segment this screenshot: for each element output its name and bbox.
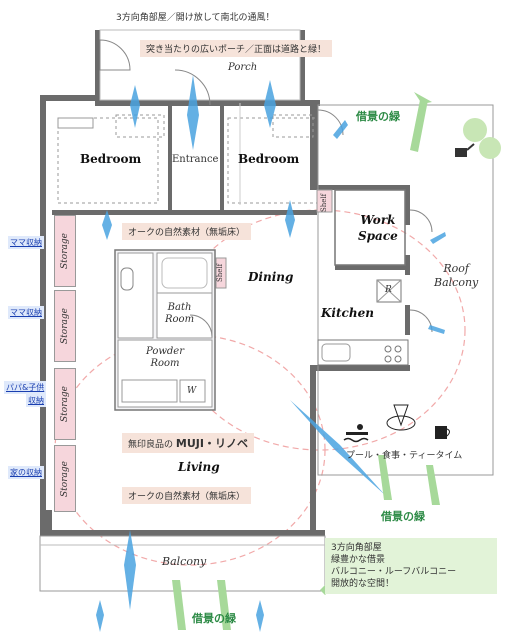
feature-line-4: 開放的な空間！ [331,579,395,589]
note-porch: 突き当たりの広いポーチ／正面は道路と緑！ [140,40,333,57]
side-label-papa-2: 収納 [26,394,46,407]
note-oak-top: オークの自然素材（無垢床） [122,223,252,240]
roof-balcony-line2: Balcony [434,276,479,289]
muji-bold-label: MUJI・リノベ [175,437,248,450]
roof-balcony-line1: Roof [443,262,469,275]
roof-balcony-label: Roof Balcony [434,262,478,290]
cup-icon [435,426,450,439]
feature-line-1: 3方向角部屋 [331,543,382,553]
storage-1: Storage [54,215,76,287]
washer-label: W [187,386,197,396]
muji-label: 無印良品の [128,440,174,450]
note-corner-unit: 3方向角部屋／開け放して南北の通風！ [116,13,275,23]
bedroom-label-right: Bedroom [238,152,300,166]
note-oak-living: オークの自然素材（無垢床） [122,487,252,504]
shelf-label-bath: Shelf [216,263,224,282]
shelf-label-top: Shelf [320,193,328,212]
tree-icons [463,118,501,159]
work-space-label: Work Space [358,212,398,244]
living-label: Living [178,460,220,474]
powder-line1: Powder [146,346,185,357]
porch-label: Porch [228,62,258,73]
work-space-line2: Space [358,229,398,243]
note-muji: 無印良品の MUJI・リノベ [122,433,254,453]
borrowed-scenery-middle: 借景の緑 [381,510,425,523]
bath-room-label: Bath Room [165,302,194,326]
side-label-papa: パパ&子供 [4,381,47,394]
storage-3: Storage [54,368,76,440]
note-pool: プール・食事・ティータイム [346,451,463,461]
balcony-label: Balcony [162,555,207,568]
drink-icon [386,404,416,431]
feature-box: 3方向角部屋 緑豊かな借景 バルコニー・ルーフバルコニー 開放的な空間！ [325,538,497,594]
side-label-mama-2: ママ収納 [8,306,44,319]
feature-line-2: 緑豊かな借景 [331,555,386,565]
dining-label: Dining [248,270,294,284]
borrowed-scenery-bottom: 借景の緑 [192,612,236,625]
bedroom-label-left: Bedroom [80,152,142,166]
borrowed-scenery-top: 借景の緑 [356,110,400,123]
side-label-mama-1: ママ収納 [8,236,44,249]
storage-2: Storage [54,290,76,362]
watering-can-icon [455,143,475,157]
storage-label-3: Storage [60,386,70,422]
powder-line2: Room [150,358,180,369]
roof-balcony-outline [317,104,494,476]
bath-line2: Room [165,314,195,325]
storage-label-2: Storage [60,308,70,344]
bath-line1: Bath [167,302,192,313]
powder-room-label: Powder Room [146,346,184,370]
side-label-family: 家の収納 [8,466,44,479]
work-space-outline [334,189,406,266]
refrigerator-label: R [385,285,392,295]
airflow-arrows [96,75,446,632]
work-space-line1: Work [360,213,396,227]
feature-line-3: バルコニー・ルーフバルコニー [331,567,457,577]
dining-ring [174,209,466,451]
storage-4: Storage [54,445,76,512]
storage-label-4: Storage [60,460,70,497]
kitchen-label: Kitchen [321,306,374,320]
entrance-label: Entrance [172,154,219,165]
pool-icon [343,424,369,443]
storage-label-1: Storage [60,233,70,269]
